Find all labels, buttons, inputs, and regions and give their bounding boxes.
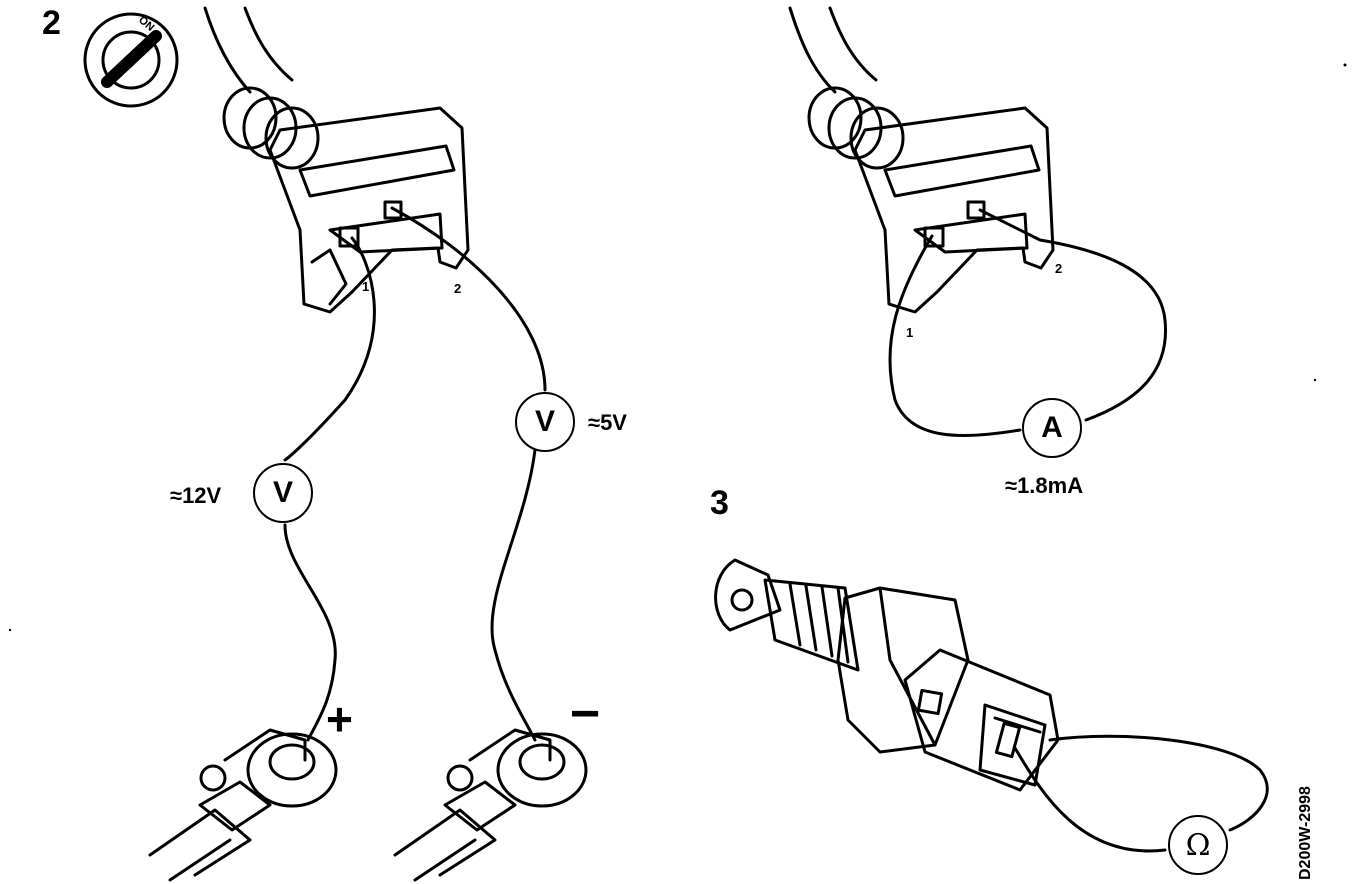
pin-1-label-right: 1: [906, 325, 914, 340]
ohmmeter: Ω: [1168, 815, 1228, 875]
ignition-key-icon: [83, 12, 179, 108]
voltmeter-pin1-reading: ≈12V: [170, 483, 222, 508]
wire-ammeter-loop: [888, 208, 1168, 438]
battery-terminal-positive: [148, 728, 338, 882]
pin-2-label-left: 2: [454, 281, 462, 296]
step-number-3: 3: [710, 484, 729, 522]
battery-terminal-negative: [393, 728, 588, 882]
voltmeter-pin2-reading: ≈5V: [588, 410, 627, 435]
wire-pin2-to-voltmeter: [390, 206, 547, 392]
connector-right: [788, 6, 1055, 314]
wire-sensor-to-ohmmeter-a: [1048, 734, 1269, 832]
step-number-2: 2: [42, 4, 61, 42]
temperature-sensor: [714, 558, 1060, 792]
positive-terminal-sign: +: [326, 693, 353, 745]
pin-1-label-left: 1: [362, 279, 370, 294]
ammeter-reading: ≈1.8mA: [1005, 473, 1084, 498]
negative-terminal-sign: −: [570, 685, 601, 743]
wire-voltmeter-to-positive: [283, 523, 337, 742]
wire-sensor-to-ohmmeter-b: [1013, 746, 1167, 853]
voltmeter-pin2: V: [515, 392, 575, 452]
wire-pin1-to-voltmeter: [283, 236, 376, 462]
pin-2-label-right: 2: [1055, 261, 1063, 276]
drawing-code: D200W-2998: [1297, 786, 1314, 880]
wire-voltmeter-to-negative: [490, 448, 537, 742]
voltmeter-pin1: V: [253, 463, 313, 523]
ammeter: A: [1022, 398, 1082, 458]
connector-left: [203, 6, 470, 314]
